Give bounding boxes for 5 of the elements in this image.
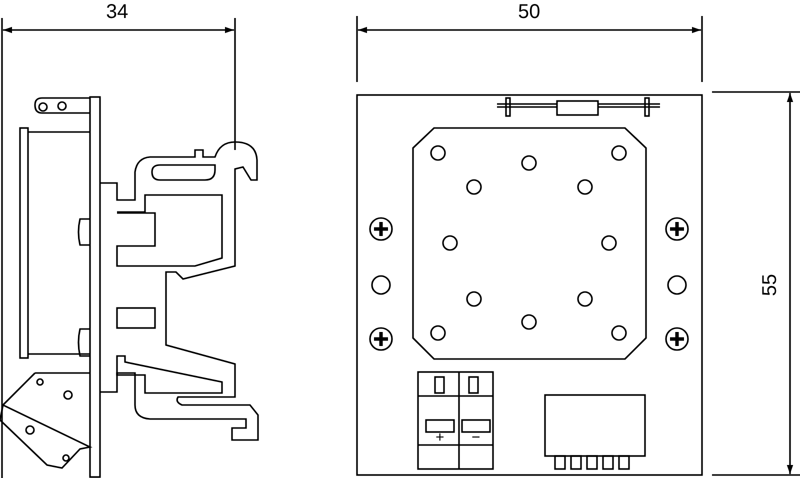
dimension-label: 50	[518, 2, 540, 22]
dimension-label: 55	[760, 274, 780, 296]
polarity-mark: −	[472, 430, 480, 444]
polarity-mark: +	[436, 430, 444, 444]
dimension-label: 34	[106, 2, 128, 22]
